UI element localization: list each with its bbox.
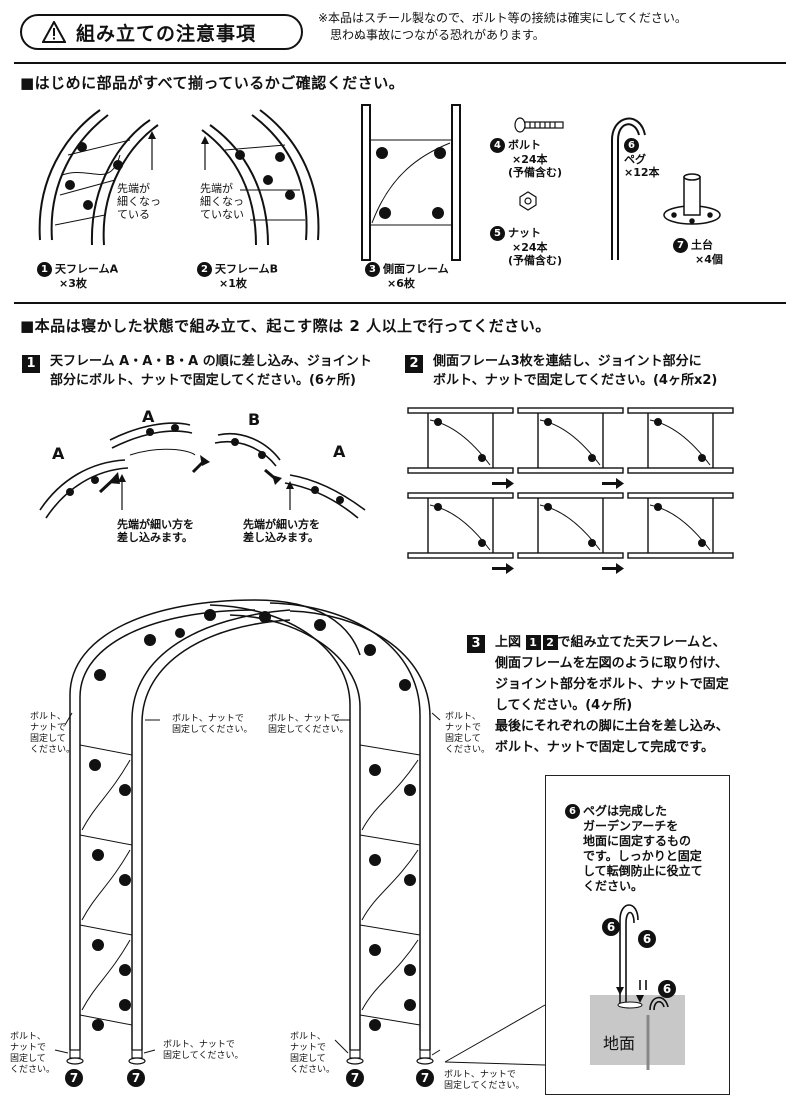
callout-not-tapered: 先端が細くなっていない	[200, 182, 244, 221]
step2-diagram	[407, 407, 734, 574]
peg-drawing	[611, 117, 646, 260]
safety-note-line2: 思わぬ事故につながる恐れがあります。	[330, 28, 545, 42]
page-title: 組み立ての注意事項	[76, 22, 257, 45]
step1-text: 天フレーム A・A・B・A の順に差し込み、ジョイント 部分にボルト、ナットで固…	[50, 354, 372, 388]
step2-text: 側面フレーム3枚を連結し、ジョイント部分に ボルト、ナットで固定してください。(…	[433, 354, 718, 388]
step1-tip-2: 先端が細い方を差し込みます。	[243, 518, 320, 544]
top-frame-a-drawing	[38, 109, 159, 246]
step1-diagram	[39, 422, 366, 519]
parts-illustration	[38, 104, 721, 261]
callout-lower-mid-right: ボルト、ナットで固定してください。	[290, 1032, 336, 1075]
parts-heading: ■はじめに部品がすべて揃っているかご確認ください。	[20, 74, 405, 92]
callout-lower-left: ボルト、ナットで固定してください。	[10, 1032, 56, 1075]
top-frame-b-drawing	[201, 109, 320, 246]
nut-drawing	[519, 191, 537, 211]
inset-pointer-lines	[444, 1004, 546, 1066]
callout-tapered: 先端が細くなっている	[117, 182, 161, 221]
peg-inset-box	[545, 775, 730, 1095]
label-a-1: A	[52, 444, 65, 463]
step1-number: 1	[22, 352, 40, 373]
assembly-heading: ■本品は寝かした状態で組み立て、起こす際は 2 人以上で行ってください。	[20, 317, 551, 335]
title-box: 組み立ての注意事項	[20, 14, 303, 50]
label-a-3: A	[333, 442, 346, 461]
callout-lower-mid-left: ボルト、ナットで固定してください。	[163, 1040, 244, 1061]
step1-tip-1: 先端が細い方を差し込みます。	[117, 518, 194, 544]
label-b: B	[248, 410, 261, 429]
callout-upper-mid-left: ボルト、ナットで固定してください。	[172, 714, 253, 735]
base-number-4: 7	[416, 1067, 434, 1087]
safety-note-line1: ※本品はスチール製なので、ボルト等の接続は確実にしてください。	[318, 11, 687, 25]
callout-upper-right: ボルト、ナットで固定してください。	[445, 712, 491, 755]
callout-upper-mid-right: ボルト、ナットで固定してください。	[268, 714, 349, 735]
warning-triangle-icon	[42, 21, 66, 43]
label-a-2: A	[142, 407, 155, 426]
ground-label: 地面	[603, 1034, 636, 1053]
divider	[14, 62, 786, 64]
callout-upper-left: ボルト、ナットで固定してください。	[30, 712, 76, 755]
step2-number: 2	[405, 352, 423, 373]
base-number-1: 7	[65, 1067, 83, 1087]
bolt-drawing	[514, 117, 564, 133]
divider	[14, 302, 786, 304]
peg-marker-3: 6	[658, 978, 676, 998]
part-label-6: 6 ペグ ×12本	[624, 138, 660, 179]
base-drawing	[663, 173, 721, 225]
peg-marker-1: 6	[602, 916, 620, 936]
peg-inset-drawing	[616, 904, 669, 1070]
callout-lower-right: ボルト、ナットで固定してください。	[444, 1070, 525, 1091]
peg-marker-2: 6	[638, 928, 656, 948]
arch-diagram	[54, 599, 441, 1065]
base-number-3: 7	[346, 1067, 364, 1087]
base-number-2: 7	[127, 1067, 145, 1087]
side-frame-drawing	[361, 104, 461, 261]
step3-number: 3	[467, 632, 485, 653]
